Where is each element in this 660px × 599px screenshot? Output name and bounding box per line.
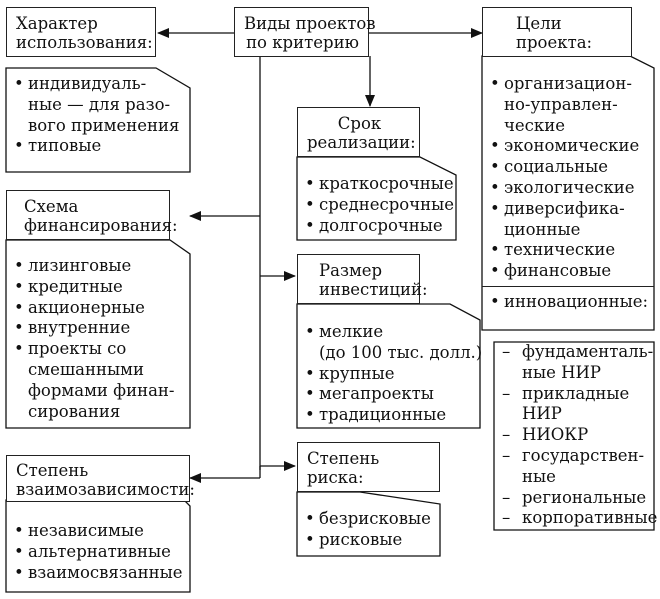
list-item: внутренние	[14, 318, 182, 339]
goals-title: Цели проекта:	[507, 10, 601, 56]
investment-list: мелкие(до 100 тыс. долл.) крупные мегапр…	[297, 316, 482, 426]
list-item: традиционные	[305, 405, 472, 426]
list-item: фундаменталь-ные НИР	[502, 342, 653, 384]
list-item: мегапроекты	[305, 384, 472, 405]
goals-header-box: Цели проекта:	[482, 7, 632, 57]
list-item: независимые	[14, 521, 182, 542]
risk-title: Степень риска:	[298, 445, 388, 491]
list-item: финансовые	[490, 261, 646, 282]
list-item: диверсифика-ционные	[490, 199, 646, 241]
list-item: среднесрочные	[305, 195, 454, 216]
list-item: крупные	[305, 364, 472, 385]
list-item: безрисковые	[305, 509, 432, 530]
goals-divider	[482, 285, 654, 287]
goals-list: организацион-но-управлен-ческие экономич…	[482, 68, 654, 313]
risk-header-box: Степень риска:	[297, 442, 440, 492]
list-item: мелкие(до 100 тыс. долл.)	[305, 322, 482, 364]
list-item: экологические	[490, 178, 646, 199]
goals-title-line-2: проекта:	[516, 33, 593, 52]
list-item: взаимосвязанные	[14, 563, 183, 584]
list-item: экономические	[490, 136, 646, 157]
usage-title-line-1: Характер	[16, 14, 98, 33]
list-item: акционерные	[14, 298, 182, 319]
investment-header-box: Размер инвестиций:	[297, 254, 428, 304]
interdependence-title-line-2: взаимозависимости:	[16, 480, 195, 499]
list-item: кредитные	[14, 277, 182, 298]
financing-title: Схема финансирования:	[15, 193, 187, 239]
list-item: социальные	[490, 157, 646, 178]
list-item: технические	[490, 240, 646, 261]
investment-title: Размер инвестиций:	[310, 257, 437, 303]
interdependence-title-line-1: Степень	[16, 461, 89, 480]
interdependence-title: Степень взаимозависимости:	[7, 457, 204, 503]
term-title-line-1: Срок	[337, 114, 382, 133]
center-title: Виды проектов по критерию	[235, 10, 376, 56]
center-title-line-2: по критерию	[246, 33, 359, 52]
list-item: рисковые	[305, 530, 432, 551]
list-item: альтернативные	[14, 542, 182, 563]
risk-title-line-2: риска:	[307, 468, 364, 487]
term-title-line-2: реализации:	[307, 133, 416, 152]
list-item: типовые	[14, 136, 182, 157]
term-list: краткосрочные среднесрочные долгосрочные	[297, 168, 456, 236]
list-item: НИОКР	[502, 425, 646, 446]
list-item: государствен-ные	[502, 446, 646, 488]
list-item: региональные	[502, 488, 646, 509]
list-item: краткосрочные	[305, 174, 454, 195]
list-item: лизинговые	[14, 256, 182, 277]
usage-list: индивидуаль-ные — для разо-вого применен…	[6, 68, 190, 157]
financing-title-line-2: финансирования:	[24, 216, 178, 235]
usage-header-box: Характер использования:	[6, 7, 156, 57]
financing-list: лизинговые кредитные акционерные внутрен…	[6, 250, 190, 422]
goals-title-line-1: Цели	[516, 14, 562, 33]
interdependence-list: независимые альтернативные взаимосвязанн…	[6, 515, 190, 583]
term-header-box: Срок реализации:	[297, 107, 420, 157]
risk-list: безрисковые рисковые	[297, 503, 440, 551]
usage-title-line-2: использования:	[16, 33, 153, 52]
center-title-line-1: Виды проектов	[244, 14, 376, 33]
investment-title-line-2: инвестиций:	[319, 280, 428, 299]
list-item: организацион-но-управлен-ческие	[490, 74, 646, 136]
center-box: Виды проектов по критерию	[234, 7, 376, 57]
list-item: индивидуаль-ные — для разо-вого применен…	[14, 74, 182, 136]
innovation-heading: инновационные:	[490, 292, 648, 313]
financing-header-box: Схема финансирования:	[6, 190, 178, 240]
list-item: долгосрочные	[305, 216, 448, 237]
term-title: Срок реализации:	[298, 110, 421, 156]
investment-title-line-1: Размер	[319, 261, 383, 280]
interdependence-header-box: Степень взаимозависимости:	[6, 455, 195, 502]
risk-title-line-1: Степень	[307, 449, 380, 468]
financing-title-line-1: Схема	[24, 197, 79, 216]
usage-title: Характер использования:	[7, 10, 162, 56]
list-item: корпоративные	[502, 508, 657, 529]
